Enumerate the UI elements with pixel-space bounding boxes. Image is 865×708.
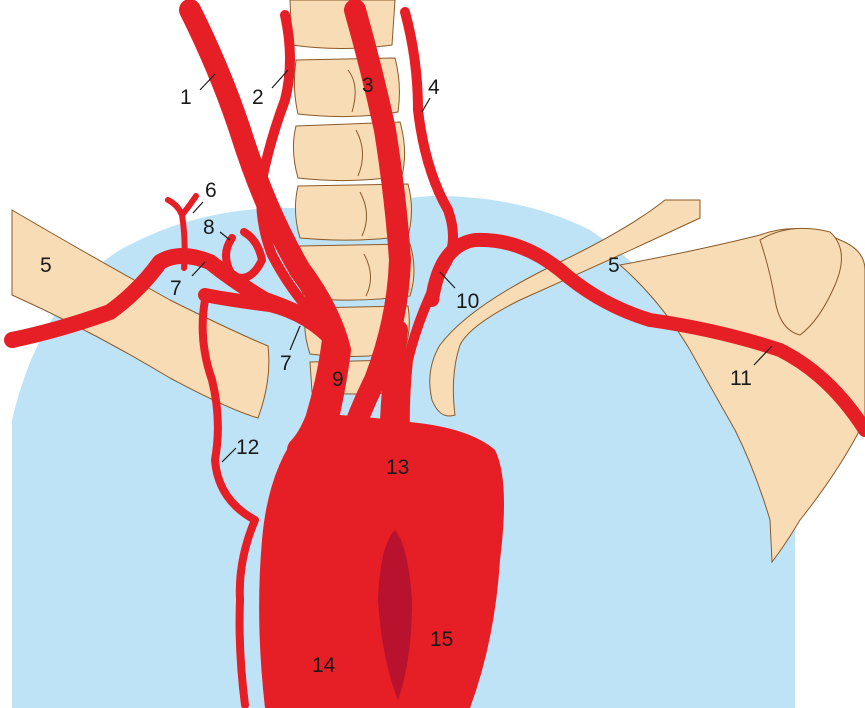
label-6: 6	[205, 179, 217, 202]
label-5-right: 5	[608, 254, 620, 277]
label-3: 3	[362, 74, 374, 97]
label-1: 1	[180, 86, 192, 109]
label-7-lower: 7	[280, 352, 292, 375]
label-13: 13	[386, 456, 409, 479]
label-14: 14	[312, 654, 336, 677]
label-2: 2	[252, 86, 264, 109]
label-8: 8	[203, 216, 215, 239]
leader-4	[422, 98, 430, 112]
label-5-left: 5	[40, 254, 52, 277]
label-15: 15	[430, 628, 453, 651]
label-10: 10	[456, 290, 479, 313]
label-12: 12	[236, 436, 259, 459]
vertebra-1	[290, 0, 395, 49]
label-7-upper: 7	[170, 277, 182, 300]
label-9: 9	[332, 368, 344, 391]
label-4: 4	[428, 76, 440, 99]
leader-6	[193, 202, 203, 213]
label-11: 11	[730, 367, 752, 390]
vessel-9b	[388, 330, 398, 440]
